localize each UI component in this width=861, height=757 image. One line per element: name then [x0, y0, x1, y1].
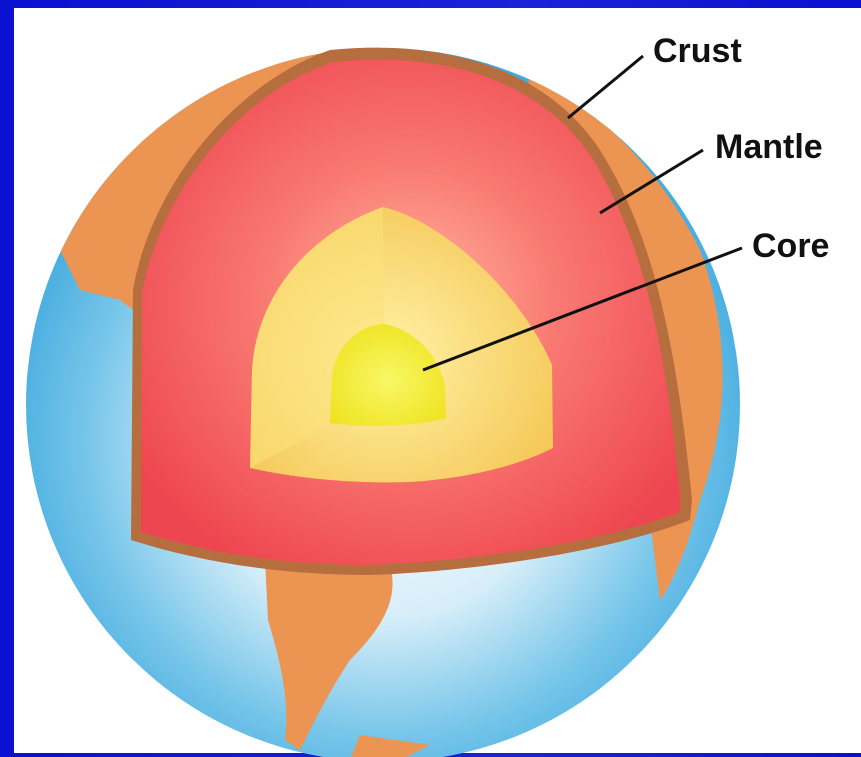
- crust-leader-line: [568, 56, 643, 118]
- core-label: Core: [752, 229, 829, 263]
- crust-label: Crust: [653, 34, 742, 68]
- mantle-label: Mantle: [715, 130, 823, 164]
